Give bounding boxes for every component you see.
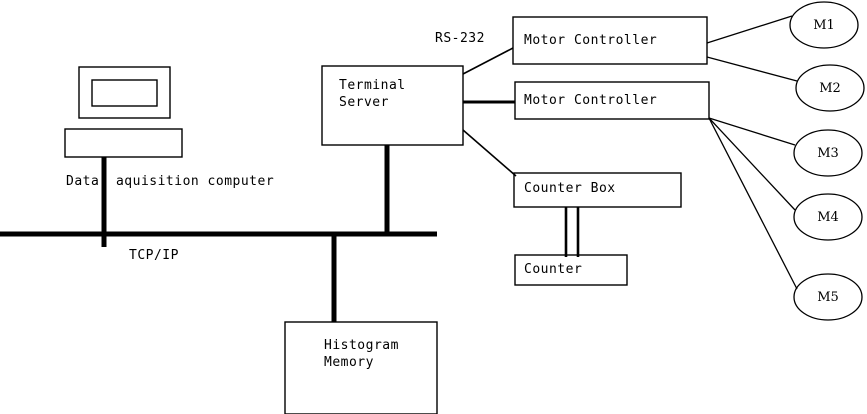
computer-base-rect — [64, 128, 183, 158]
counter-box — [514, 254, 628, 286]
motor-ellipse-m3 — [793, 129, 863, 177]
terminal-server-label-line1: Terminal — [339, 78, 406, 93]
serial-links-group — [462, 47, 517, 177]
histogram-memory-label-line2: Memory — [324, 355, 374, 370]
counter-box-box — [513, 172, 682, 208]
mc2-to-m4-line — [708, 117, 796, 211]
motor-controller-1-box — [512, 16, 708, 65]
tcpip-bus-group — [0, 145, 437, 324]
motor-ellipse-m2 — [795, 64, 865, 112]
counter-cable-group — [564, 207, 580, 257]
histogram-memory-label-line1: Histogram — [324, 338, 399, 353]
motor-label-m1: M1 — [813, 18, 835, 33]
computer-caption-label: Data aquisition computer — [66, 174, 275, 189]
mc2-to-m5-line — [708, 117, 798, 290]
motor-controller-2-label: Motor Controller — [524, 93, 658, 108]
terminal-server-label-line2: Server — [339, 95, 389, 110]
counter-label: Counter — [524, 262, 583, 277]
motor-label-m5: M5 — [817, 290, 839, 305]
computer-shape-group — [64, 66, 183, 158]
motor-label-m2: M2 — [819, 81, 841, 96]
motor-label-m3: M3 — [817, 146, 839, 161]
motor-links-group — [706, 15, 798, 290]
motor-label-m4: M4 — [817, 210, 839, 225]
motor-ellipse-m1 — [789, 1, 859, 49]
rs232-link-label: RS-232 — [435, 31, 485, 46]
tcpip-link-label: TCP/IP — [129, 248, 179, 263]
mc2-to-m3-line — [708, 117, 796, 146]
monitor-screen-rect — [91, 79, 158, 107]
counter-box-label: Counter Box — [524, 181, 616, 196]
mc1-to-m1-line — [706, 15, 793, 44]
motor-controller-1-label: Motor Controller — [524, 33, 658, 48]
motor-ellipse-m5 — [793, 273, 863, 321]
rs232-link-line — [462, 47, 514, 75]
histogram-memory-box — [284, 321, 438, 414]
motor-ellipse-m4 — [793, 193, 863, 241]
terminal-server-box — [321, 65, 464, 146]
mc1-to-m2-line — [706, 56, 798, 82]
motor-ellipses-group — [789, 1, 865, 321]
terminal-to-counterbox-line — [462, 129, 517, 177]
